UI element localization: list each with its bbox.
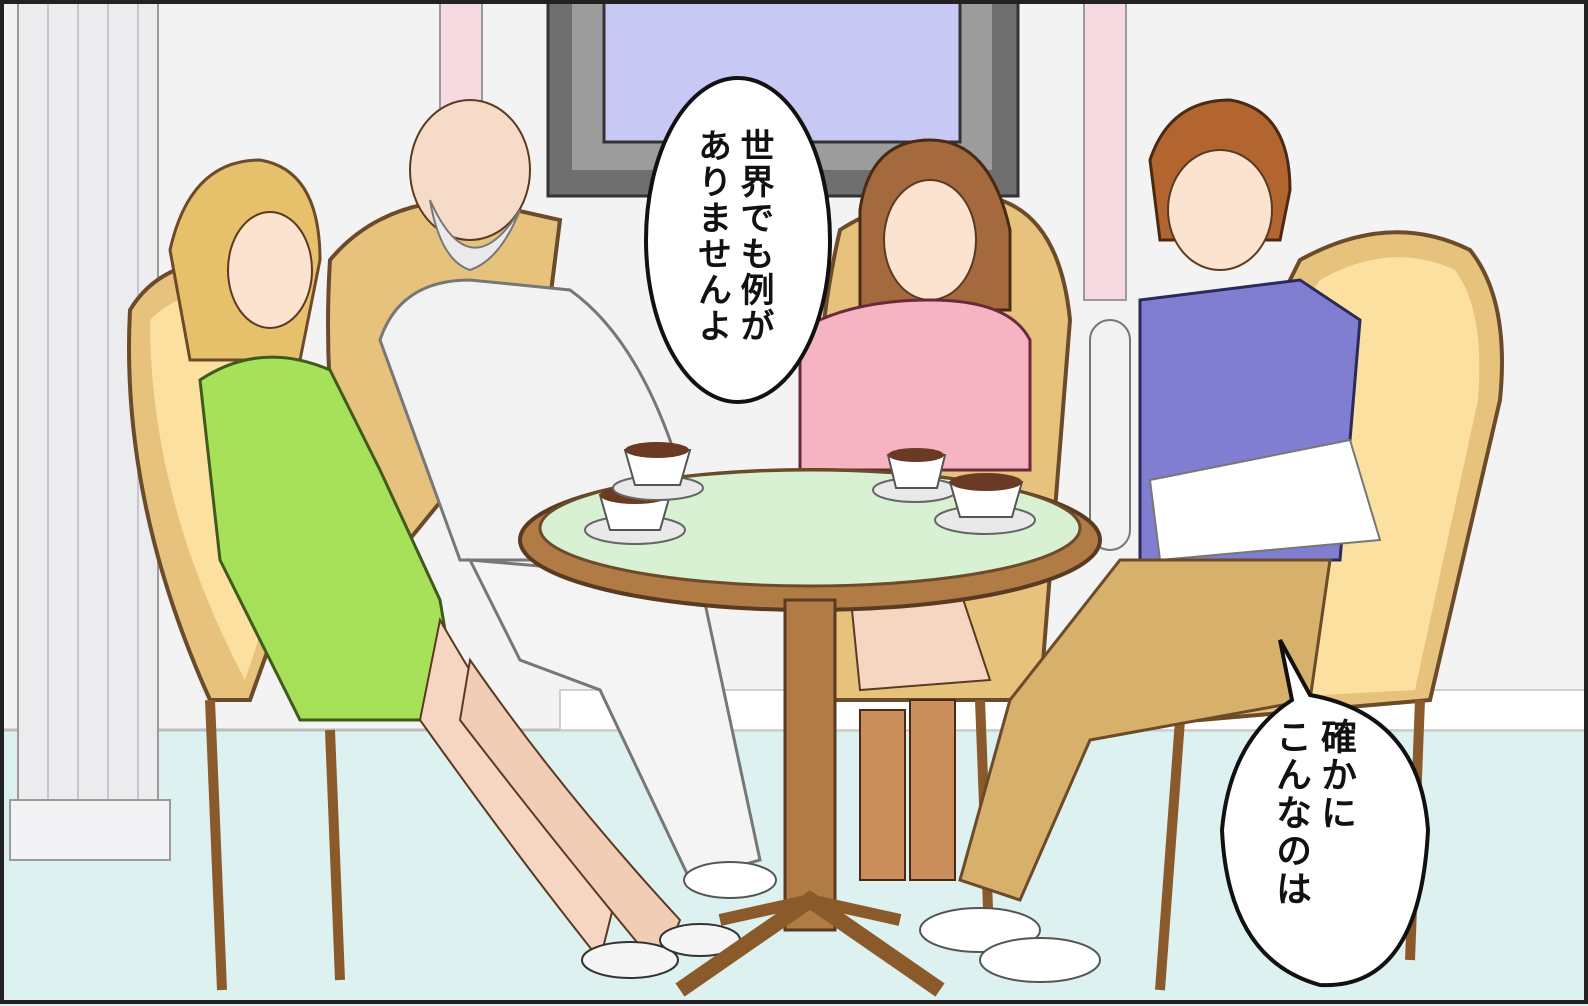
speech-bubble-right: [1219, 639, 1431, 988]
woman-pink-sweater: [798, 138, 1032, 881]
bubble-right-line-2: こんなのは: [1270, 718, 1311, 908]
man-blue-vest: [919, 98, 1382, 983]
speech-bubble-left-text: 世界でも例が ありませんよ: [690, 128, 775, 358]
speech-bubble-left: [644, 76, 832, 404]
bubble-left-line-1: 世界でも例が: [734, 128, 774, 344]
speech-bubble-right-text: 確かに こんなのは: [1268, 718, 1358, 938]
pilaster-right: [1083, 0, 1127, 301]
bubble-left-line-2: ありませんよ: [691, 128, 732, 344]
tea-cups: [584, 442, 1036, 545]
bubble-right-line-1: 確かに: [1315, 718, 1356, 832]
framed-picture: [546, 0, 1020, 198]
woman-green-dress: [168, 158, 741, 979]
